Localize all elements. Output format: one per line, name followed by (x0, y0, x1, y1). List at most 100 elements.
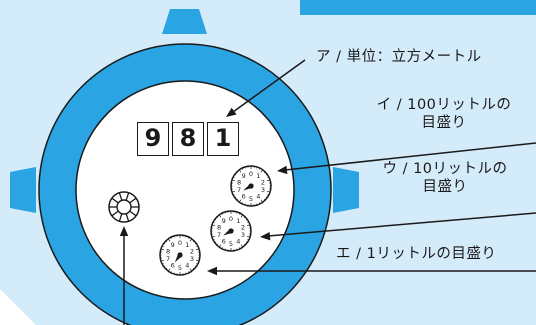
dial-tick (213, 221, 215, 223)
dial-number: 0 (229, 215, 233, 223)
dial-number: 6 (222, 237, 226, 245)
top-banner (300, 0, 536, 15)
dial-number: 9 (171, 241, 175, 249)
dial-number: 1 (185, 241, 189, 249)
dial-number: 3 (190, 255, 194, 263)
dial-tick (247, 239, 249, 241)
dial-tick (189, 238, 193, 242)
dial-tick (194, 242, 197, 245)
label-e-1-liter: エ / 1リットルの目盛り (336, 246, 497, 262)
dial-tick (218, 214, 222, 218)
dial-tick (259, 202, 261, 204)
leader-a (232, 59, 306, 113)
star-spoke (118, 213, 123, 222)
dial-tick (188, 271, 190, 273)
dial-number: 5 (229, 240, 233, 248)
arrowhead-i (277, 165, 288, 175)
dial-tick (167, 268, 171, 272)
dial-tick (194, 265, 197, 268)
dial-tick (267, 179, 271, 182)
dial-tick (241, 202, 243, 204)
dial-tick (238, 169, 242, 173)
dial-number: 4 (185, 261, 189, 269)
dial-number: 4 (236, 237, 240, 245)
dial-tick (170, 237, 172, 239)
dial-tick (259, 168, 261, 170)
star-spoke (118, 192, 123, 201)
leader-lines (123, 59, 536, 325)
dial-number: 6 (171, 261, 175, 269)
label-i-100-liter: イ / 100リットルの 目盛り (352, 96, 536, 132)
dial-tick (216, 216, 219, 219)
dial-number: 0 (249, 170, 253, 178)
dial-number: 2 (261, 178, 265, 186)
dial-tick (170, 271, 172, 273)
dial-tick (238, 199, 242, 203)
dial-number: 7 (217, 231, 221, 239)
label-u-line1: ウ / 10リットルの (382, 161, 508, 177)
dial-tick (243, 216, 246, 219)
dial-tick (211, 235, 215, 238)
star-spoke (129, 210, 137, 217)
dial-number: 8 (237, 178, 241, 186)
dial-tick (221, 213, 223, 215)
dial-number: 2 (241, 223, 245, 231)
counter-digit-tens: 8 (172, 122, 204, 156)
dial-pivot (248, 183, 254, 189)
dial-tick (192, 267, 195, 270)
star-spoke (129, 197, 137, 204)
dial-tick (247, 221, 249, 223)
dial-tick (234, 196, 237, 199)
dial-tick (162, 263, 164, 265)
dial-number: 8 (166, 247, 170, 255)
dial-tick (245, 218, 248, 221)
dial-tick (247, 224, 251, 227)
counter-digit-hundreds: 9 (137, 122, 169, 156)
dial-number: 1 (236, 217, 240, 225)
dial-tick (189, 268, 193, 272)
dial-number: 9 (242, 172, 246, 180)
dial-number: 3 (261, 186, 265, 194)
dial-number: 1 (256, 172, 260, 180)
star-spoke (111, 197, 119, 204)
dial-tick (192, 240, 195, 243)
dial-tick (160, 248, 164, 251)
dial-tick (216, 243, 219, 246)
dial-tick (231, 179, 235, 182)
dial-number: 6 (242, 192, 246, 200)
dial-tick (265, 196, 268, 199)
arrowhead-a (226, 107, 237, 117)
right-knob (333, 167, 359, 213)
dial-tick (163, 242, 166, 245)
dial-tick (163, 265, 166, 268)
dial-tick (267, 176, 269, 178)
dial-tick (162, 245, 164, 247)
dial-pivot (228, 228, 234, 234)
dial-tick (165, 267, 168, 270)
dial-tick (167, 238, 171, 242)
dial-tick (196, 245, 198, 247)
dial-tick (239, 247, 241, 249)
dial-tick (196, 259, 200, 262)
dial-number: 9 (222, 217, 226, 225)
dial-number: 8 (217, 223, 221, 231)
dial-pivot (177, 252, 183, 258)
label-u-line2: 目盛り (422, 179, 468, 195)
dial-tick (247, 235, 251, 238)
counter-digit-ones: 1 (207, 122, 239, 156)
dial-number: 5 (249, 195, 253, 203)
dial-number: 4 (256, 192, 260, 200)
dial-tick (241, 168, 243, 170)
dial-number: 0 (178, 239, 182, 247)
star-spoke (125, 213, 130, 222)
leader-arrowheads (119, 107, 288, 276)
dial-tick (221, 247, 223, 249)
dial-number: 5 (178, 264, 182, 272)
dial-tick (234, 173, 237, 176)
label-i-line2: 目盛り (421, 115, 467, 131)
dial-number: 3 (241, 231, 245, 239)
label-i-line1: イ / 100リットルの (376, 97, 512, 113)
